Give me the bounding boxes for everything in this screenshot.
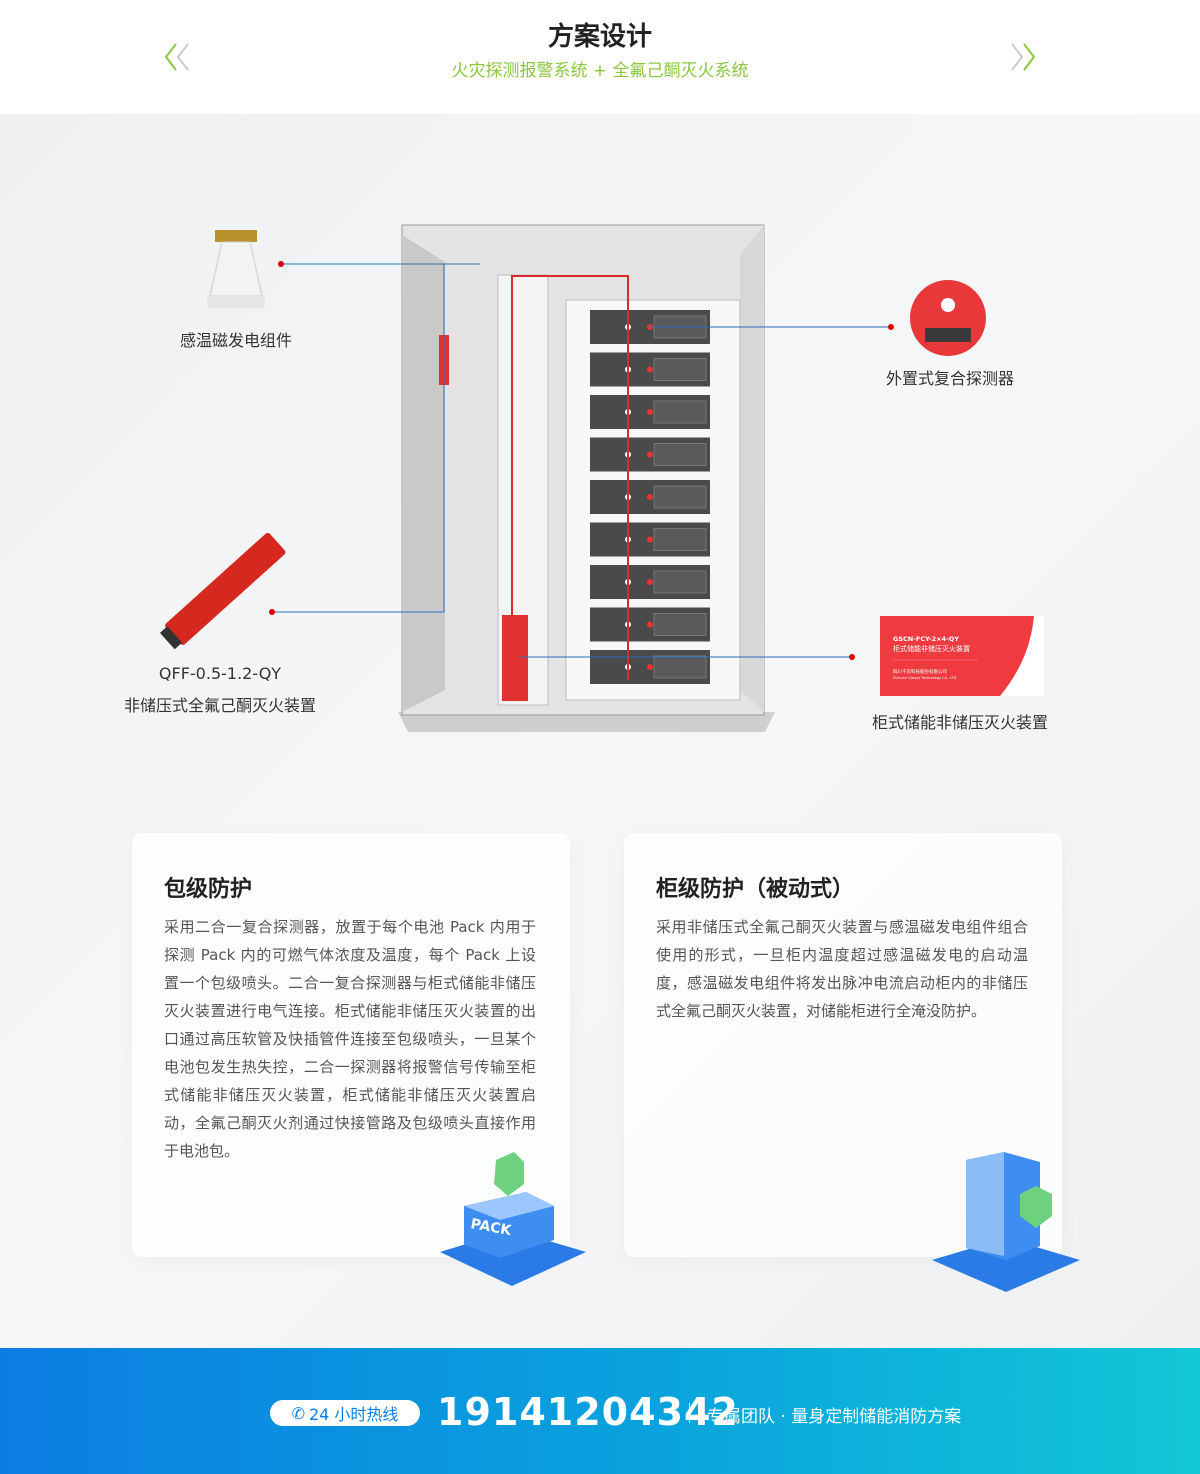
cabinet-shield-icon: [932, 1152, 1080, 1292]
hotline-label: 24 小时热线: [308, 1405, 399, 1424]
hotline-badge[interactable]: ✆ 24 小时热线: [270, 1400, 420, 1426]
pack-badge: PACK: [469, 1216, 513, 1239]
header: 方案设计 火灾探测报警系统 + 全氟己酮灭火系统: [0, 0, 1200, 114]
qff-extinguisher-image: [159, 532, 286, 650]
footer-banner: ✆ 24 小时热线 19141204342 专属团队 · 量身定制储能消防方案: [0, 1348, 1200, 1474]
card-text: 采用非储压式全氟己酮灭火装置与感温磁发电组件组合使用的形式，一旦柜内温度超过感温…: [656, 918, 1028, 1020]
footer-slogan: 专属团队 · 量身定制储能消防方案: [707, 1407, 962, 1427]
device-company: 四川千页科技股份有限公司: [893, 668, 947, 675]
divider: [689, 1403, 690, 1423]
page-subtitle: 火灾探测报警系统 + 全氟己酮灭火系统: [451, 61, 749, 81]
card-text: 采用二合一复合探测器，放置于每个电池 Pack 内用于探测 Pack 内的可燃气…: [164, 918, 536, 1160]
device-company-en: Sichuan Qianye Technology Co., LTD: [893, 676, 957, 680]
page-title: 方案设计: [547, 22, 652, 52]
thermal-component-image: [207, 230, 265, 308]
double-chevron-right-icon[interactable]: [998, 40, 1038, 74]
cabinet-extinguisher: [502, 615, 528, 701]
double-chevron-left-icon[interactable]: [162, 40, 202, 74]
composite-detector-image: [910, 280, 986, 356]
device-model: GSCN-FCY-2×4-QY: [893, 635, 959, 643]
cabinet-device-image: GSCN-FCY-2×4-QY 柜式储能非储压灭火装置 四川千页科技股份有限公司…: [880, 616, 1044, 696]
card-title: 包级防护: [164, 877, 253, 902]
label-cabinet-device: 柜式储能非储压灭火装置: [871, 713, 1048, 732]
card-title: 柜级防护（被动式）: [656, 877, 855, 902]
cabinet-diagram: GSCN-FCY-2×4-QY 柜式储能非储压灭火装置 四川千页科技股份有限公司…: [159, 224, 1044, 732]
label-qff-model: QFF-0.5-1.2-QY: [158, 664, 282, 683]
pack-shield-icon: PACK: [440, 1152, 586, 1286]
phone-icon: ✆: [291, 1403, 305, 1423]
label-qff-name: 非储压式全氟己酮灭火装置: [123, 696, 316, 715]
label-thermal-component: 感温磁发电组件: [179, 331, 292, 350]
hotline-number[interactable]: 19141204342: [437, 1390, 739, 1434]
device-name: 柜式储能非储压灭火装置: [893, 644, 970, 653]
label-composite-detector: 外置式复合探测器: [885, 369, 1014, 388]
